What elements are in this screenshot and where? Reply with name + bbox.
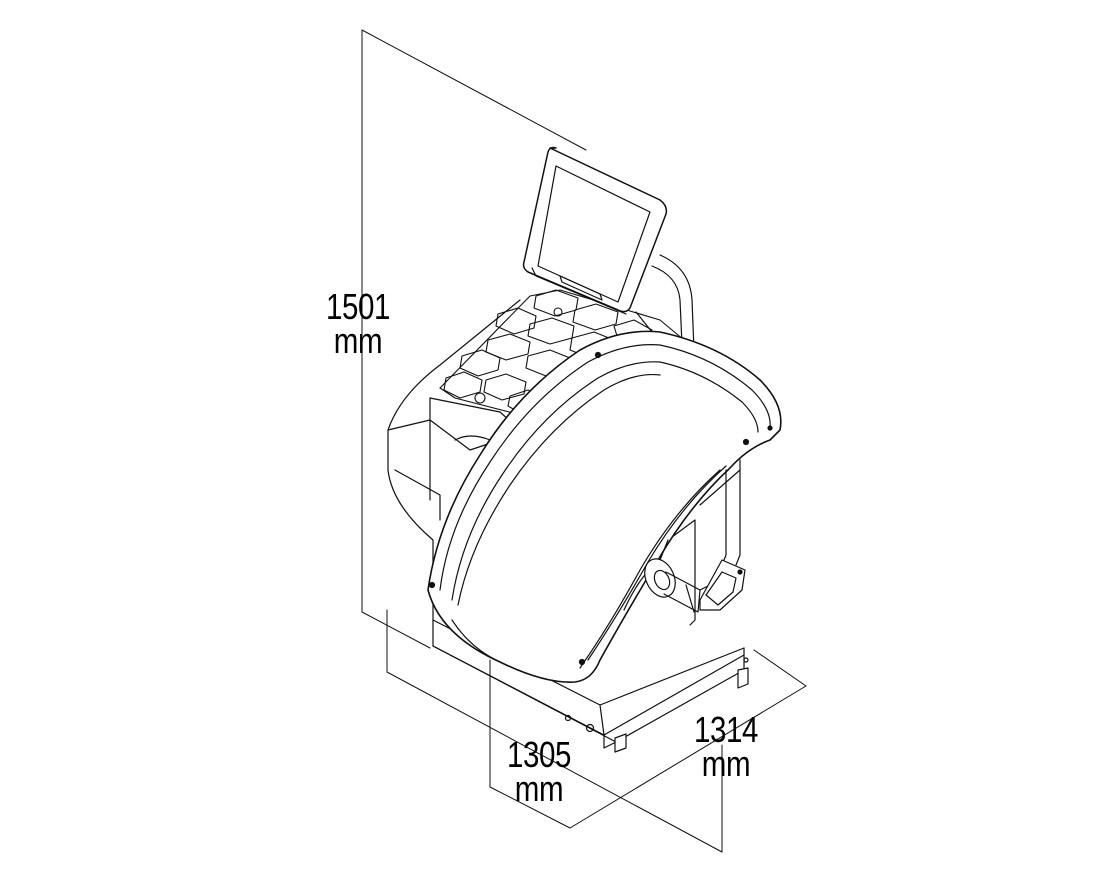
- depth-value: 1305: [506, 734, 572, 775]
- depth-dimension-label: 1305 mm: [504, 734, 575, 809]
- dimension-lines: [361, 29, 807, 853]
- hood-arm: [699, 459, 746, 611]
- height-unit: mm: [333, 320, 383, 361]
- monitor: [522, 146, 668, 315]
- depth-unit: mm: [514, 768, 564, 809]
- height-dimension-label: 1501 mm: [325, 286, 391, 361]
- monitor-arm: [635, 254, 695, 351]
- spindle-assembly: [623, 539, 711, 613]
- height-value: 1501: [325, 286, 391, 327]
- width-value: 1314: [693, 709, 759, 750]
- wheel-guard: [427, 330, 782, 683]
- width-dimension-label: 1314 mm: [691, 709, 762, 784]
- width-unit: mm: [701, 743, 751, 784]
